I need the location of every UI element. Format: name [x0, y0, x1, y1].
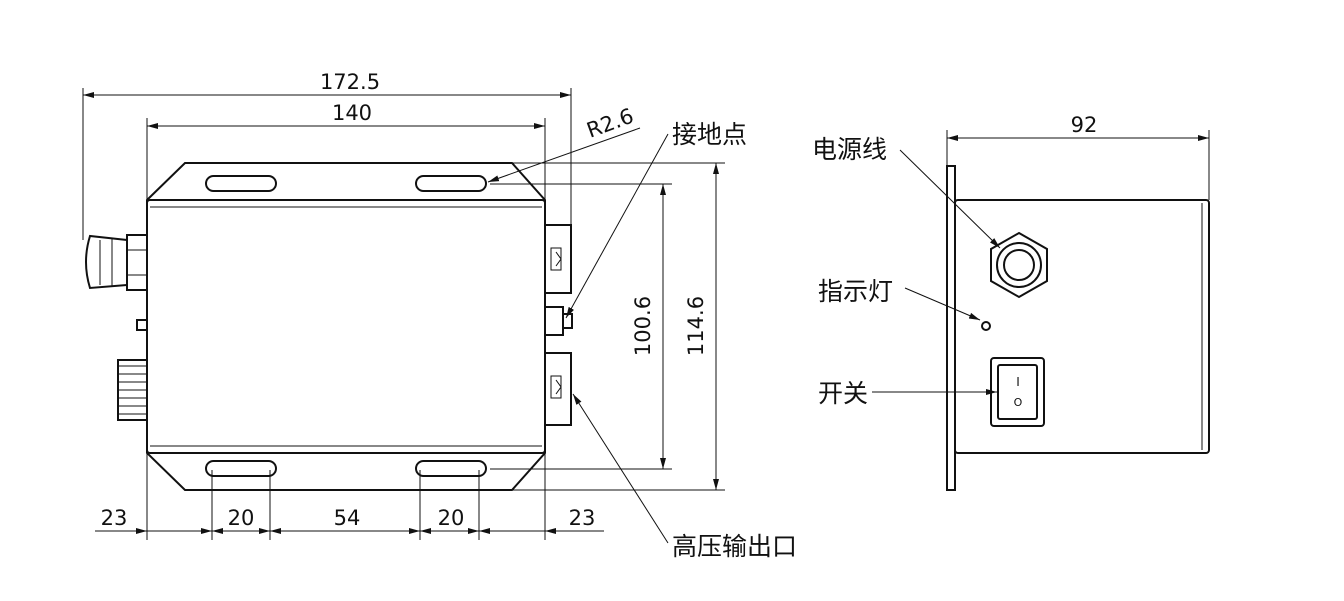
front-dimensions: 172.5 140 R2.6 100.6 114.6 23	[82, 70, 725, 540]
dim-bottom-right-margin: 23	[569, 506, 596, 530]
dim-outer-height: 114.6	[684, 296, 708, 356]
front-view	[85, 162, 573, 491]
dim-fillet-radius: R2.6	[584, 104, 637, 143]
callout-power-cord: 电源线	[812, 135, 887, 164]
slot-top-left	[205, 175, 277, 192]
callout-indicator-light: 指示灯	[818, 277, 893, 306]
ground-point-terminal	[544, 306, 573, 336]
dim-bottom-left-margin: 23	[101, 506, 128, 530]
side-body	[954, 199, 1210, 454]
dim-body-width: 140	[332, 101, 372, 125]
side-dimensions: 92 电源线 指示灯 开关	[812, 113, 1210, 408]
dim-inner-height: 100.6	[631, 296, 655, 356]
indicator-light	[981, 321, 991, 331]
mounting-flange	[146, 162, 546, 491]
dim-side-width: 92	[1071, 113, 1098, 137]
threaded-connector	[117, 359, 148, 421]
callout-ground-point: 接地点	[672, 120, 747, 149]
hv-output-connector	[544, 352, 572, 426]
left-pin	[136, 319, 148, 331]
cable-gland	[85, 234, 148, 291]
switch-off-symbol: O	[1014, 396, 1023, 409]
dim-slot-spacing: 54	[334, 506, 361, 530]
side-flange	[946, 165, 956, 491]
right-connector-top	[544, 224, 572, 294]
rocker-switch: I O	[990, 357, 1045, 427]
callout-switch: 开关	[818, 379, 868, 408]
dim-slot-right-width: 20	[438, 506, 465, 530]
dim-overall-width: 172.5	[320, 70, 380, 94]
side-view: I O	[946, 165, 1210, 491]
front-callouts: 接地点 高压输出口	[565, 120, 797, 561]
slot-bottom-left	[205, 460, 277, 477]
switch-on-symbol: I	[1016, 375, 1020, 389]
slot-bottom-right	[415, 460, 487, 477]
callout-hv-output: 高压输出口	[672, 532, 797, 561]
power-cord-gland	[990, 231, 1048, 299]
dim-slot-left-width: 20	[228, 506, 255, 530]
slot-top-right	[415, 175, 487, 192]
enclosure-body	[146, 199, 546, 454]
